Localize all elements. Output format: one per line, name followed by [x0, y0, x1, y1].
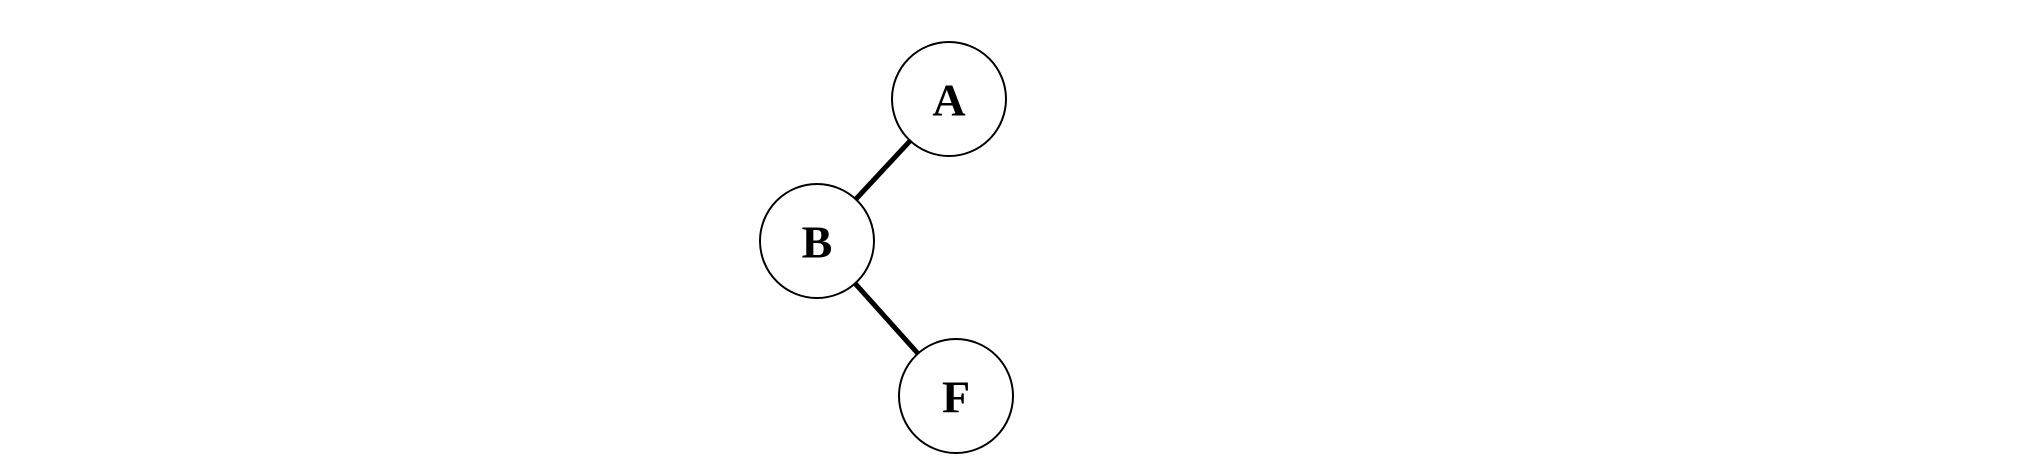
node-label-A: A — [932, 75, 965, 126]
node-B: B — [759, 183, 875, 299]
node-circle-B — [759, 183, 875, 299]
node-label-B: B — [802, 217, 833, 268]
node-circle-A — [891, 41, 1007, 157]
node-circle-F — [898, 338, 1014, 454]
node-F: F — [898, 338, 1014, 454]
node-label-F: F — [942, 372, 970, 423]
node-A: A — [891, 41, 1007, 157]
